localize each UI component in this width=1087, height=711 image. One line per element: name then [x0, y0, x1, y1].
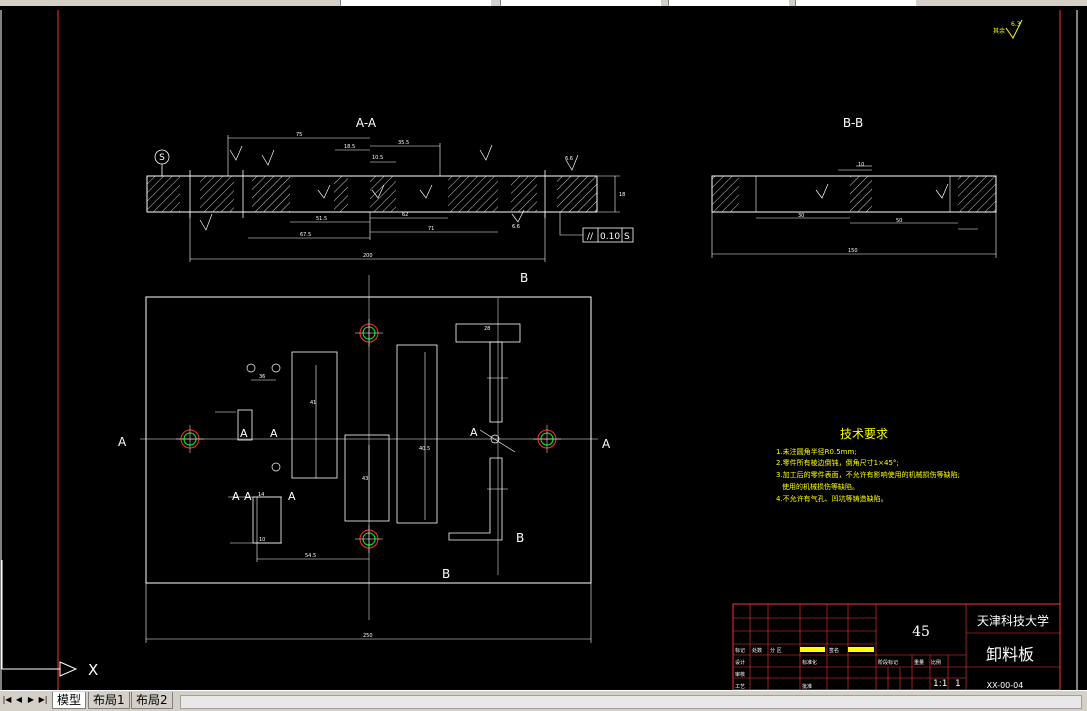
svg-text:6.6: 6.6	[565, 156, 573, 162]
toolbar-combo-4[interactable]	[795, 0, 916, 6]
svg-text:6.3: 6.3	[1011, 21, 1021, 28]
title-block-small-text: 标记 处数 分 区 签名 设计 标准化 阶段标记 重量 比例 审核 工艺 批准	[735, 647, 941, 690]
first-tab-icon[interactable]: |◀	[2, 695, 12, 704]
svg-text:A: A	[232, 490, 240, 503]
tolerance-frame: // 0.10 S	[559, 212, 634, 243]
svg-text:A: A	[470, 426, 478, 439]
svg-text:2.零件所有棱边倒钝，倒角尺寸1×45°;: 2.零件所有棱边倒钝，倒角尺寸1×45°;	[776, 458, 899, 467]
svg-text:S: S	[159, 153, 165, 163]
svg-text:A: A	[240, 427, 248, 440]
svg-text:技术要求: 技术要求	[840, 427, 888, 441]
svg-text:工艺: 工艺	[735, 684, 745, 690]
svg-text:18.5: 18.5	[344, 144, 355, 150]
section-aa-title: A-A	[356, 116, 377, 130]
part-name-label: 卸料板	[986, 645, 1034, 664]
toolbar-combo-1[interactable]	[340, 0, 491, 6]
section-bb-dimensions: 10 30 50 150	[798, 162, 902, 254]
svg-text:0.10: 0.10	[600, 232, 620, 242]
roughness-symbol: 其余 6.3	[993, 19, 1023, 39]
svg-text:设计: 设计	[735, 659, 745, 666]
toolbar-combo-3[interactable]	[668, 0, 789, 6]
svg-text:30: 30	[798, 213, 804, 219]
svg-text:批准: 批准	[802, 683, 812, 690]
svg-text:3.加工后的零件表面，不允许有影响使用的机械损伤等缺陷;: 3.加工后的零件表面，不允许有影响使用的机械损伤等缺陷;	[776, 470, 960, 479]
section-marker-b-top: B	[520, 271, 528, 285]
svg-text:重量: 重量	[914, 659, 924, 666]
tab-layout2[interactable]: 布局2	[131, 692, 173, 709]
svg-text:A: A	[288, 490, 296, 503]
horizontal-scrollbar[interactable]	[180, 695, 1082, 709]
title-block	[732, 603, 1061, 690]
svg-text:1.未注圆角半径R0.5mm;: 1.未注圆角半径R0.5mm;	[776, 447, 857, 456]
tech-requirements: 技术要求 1.未注圆角半径R0.5mm; 2.零件所有棱边倒钝，倒角尺寸1×45…	[776, 427, 960, 503]
svg-text:标准化: 标准化	[802, 659, 817, 666]
svg-text:标记: 标记	[735, 647, 745, 654]
svg-text:43: 43	[362, 476, 368, 482]
svg-text:250: 250	[363, 633, 373, 639]
ucs-icon: X	[1, 560, 98, 679]
svg-text:14: 14	[258, 492, 264, 498]
svg-text:4.不允许有气孔、凹坑等铸造缺陷。: 4.不允许有气孔、凹坑等铸造缺陷。	[776, 494, 888, 503]
last-tab-icon[interactable]: ▶|	[38, 695, 48, 704]
svg-text:54.5: 54.5	[305, 553, 316, 559]
toolbar-combo-2[interactable]	[500, 0, 661, 6]
scale-label: 1:1	[933, 679, 947, 689]
section-marker-b-bottom: B	[442, 567, 450, 581]
svg-text:10: 10	[259, 537, 265, 543]
prev-tab-icon[interactable]: ◀	[15, 695, 23, 704]
section-aa-view	[146, 135, 620, 262]
plan-a-labels: A A A A A A	[232, 426, 478, 503]
svg-text:36: 36	[259, 374, 265, 380]
svg-text:使用的机械损伤等缺陷。: 使用的机械损伤等缺陷。	[782, 482, 859, 491]
drawing-number-label: XX-00-04	[987, 681, 1024, 690]
toolbar-strip	[0, 0, 1087, 6]
svg-text:A: A	[244, 490, 252, 503]
svg-text:200: 200	[363, 253, 373, 259]
svg-text:18: 18	[619, 192, 625, 198]
svg-text:50: 50	[896, 218, 902, 224]
svg-text:其余: 其余	[993, 27, 1005, 35]
svg-text:41: 41	[310, 400, 316, 406]
svg-text://: //	[587, 232, 594, 242]
svg-text:40.5: 40.5	[419, 446, 430, 452]
section-marker-a-right: A	[602, 437, 611, 451]
svg-text:X: X	[88, 661, 98, 679]
svg-text:比例: 比例	[931, 659, 941, 666]
svg-text:150: 150	[848, 248, 858, 254]
svg-text:S: S	[624, 232, 630, 242]
svg-text:75: 75	[296, 132, 302, 138]
svg-text:67.5: 67.5	[300, 232, 311, 238]
school-label: 天津科技大学	[977, 613, 1049, 628]
svg-text:阶段标记: 阶段标记	[878, 659, 898, 666]
section-bb-view	[711, 165, 997, 258]
section-aa-dimensions: 75 18.5 35.5 10.5 51.5 62 67.5 71 200 18…	[296, 132, 625, 259]
count-label: 1	[955, 679, 961, 689]
plan-view	[140, 275, 598, 643]
svg-text:71: 71	[428, 226, 434, 232]
svg-text:审核: 审核	[735, 671, 745, 678]
svg-text:10: 10	[858, 162, 864, 168]
tab-model[interactable]: 模型	[52, 692, 87, 709]
plan-dimensions: 250 54.5 36 28 14 10 41 40.5 43	[258, 326, 490, 639]
svg-text:6.6: 6.6	[512, 224, 520, 230]
datum-s-symbol: S	[154, 149, 170, 176]
next-tab-icon[interactable]: ▶	[27, 695, 35, 704]
svg-text:28: 28	[484, 326, 490, 332]
svg-text:62: 62	[402, 212, 408, 218]
section-bb-title: B-B	[843, 116, 863, 130]
section-marker-b-mid: B	[516, 531, 524, 545]
svg-text:10.5: 10.5	[372, 155, 383, 161]
drawing-canvas[interactable]: 其余 6.3 A-A	[0, 6, 1087, 690]
tab-layout1[interactable]: 布局1	[88, 692, 130, 709]
svg-text:35.5: 35.5	[398, 140, 409, 146]
layout-tab-bar: |◀ ◀ ▶ ▶| 模型 布局1 布局2	[0, 690, 1087, 711]
svg-text:处数: 处数	[752, 647, 762, 654]
svg-text:A: A	[270, 427, 278, 440]
svg-text:签名: 签名	[829, 647, 839, 654]
svg-text:分 区: 分 区	[770, 647, 782, 654]
material-label: 45	[912, 624, 930, 640]
svg-text:51.5: 51.5	[316, 216, 327, 222]
section-marker-a-left: A	[118, 435, 127, 449]
